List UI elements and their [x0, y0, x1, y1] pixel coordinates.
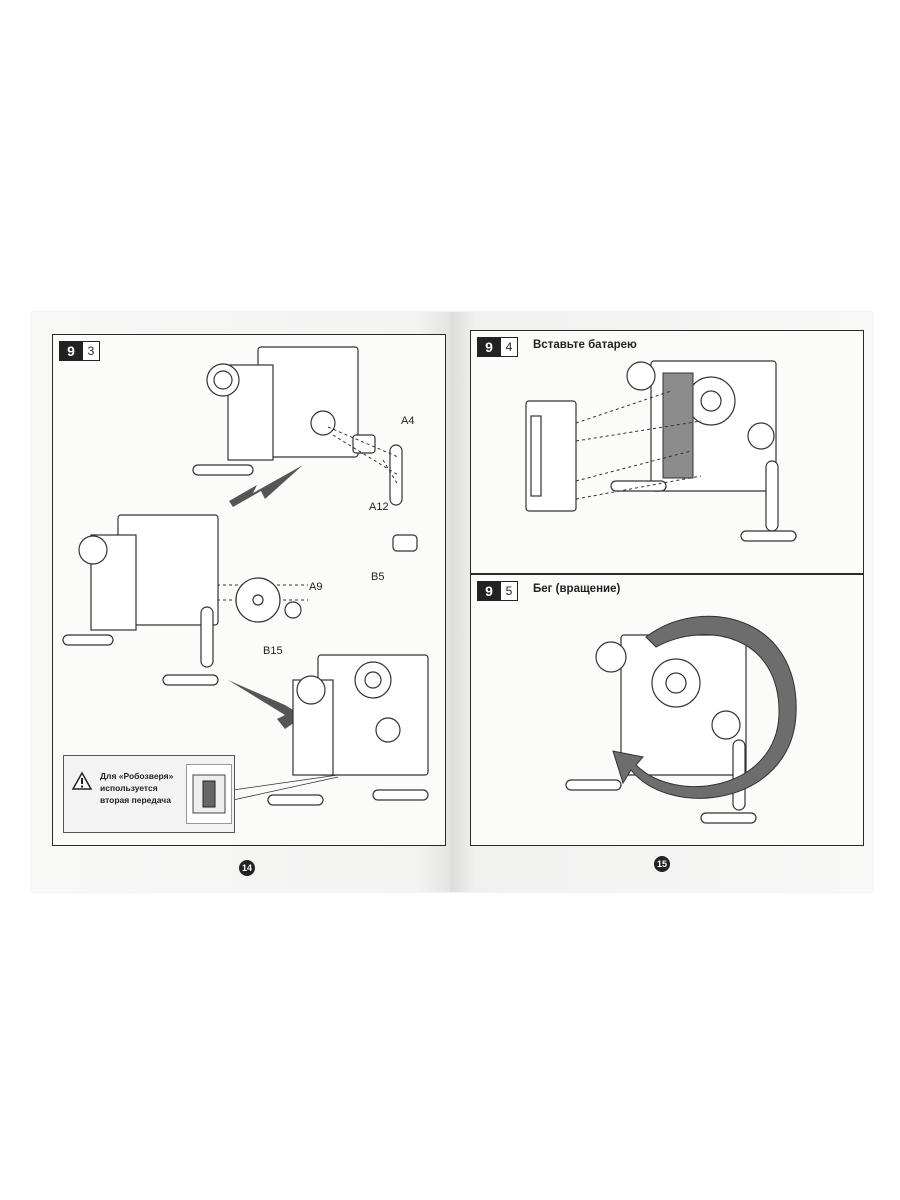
battery-slot — [662, 372, 694, 479]
robot-frame — [610, 360, 797, 542]
step-panel-9-5: 9 5 Бег (вращение) — [470, 574, 864, 846]
step-panel-9-4: 9 4 Вставьте батарею — [470, 330, 864, 574]
gear-detail-image — [186, 764, 232, 824]
battery-illustration — [525, 360, 797, 542]
step-number: 9 — [477, 581, 501, 601]
callout-line — [232, 774, 339, 791]
robot-frame-middle — [62, 514, 302, 686]
assembly-dashed-guides — [575, 390, 702, 500]
battery-cover — [525, 400, 577, 512]
step-number: 9 — [477, 337, 501, 357]
step-badge: 9 3 — [59, 341, 100, 361]
page-number: 14 — [239, 860, 255, 876]
warning-icon — [71, 771, 93, 790]
note-line: используется — [100, 783, 158, 793]
booklet-spread: 9 3 — [32, 312, 872, 892]
left-page: 9 3 — [32, 312, 450, 892]
part-label-a4: A4 — [401, 415, 415, 427]
part-label-b15: B15 — [263, 645, 283, 657]
note-text: Для «Робозверя» используется вторая пере… — [100, 770, 196, 806]
running-illustration — [565, 615, 797, 824]
assembly-illustration — [62, 346, 429, 806]
right-page: 9 4 Вставьте батарею — [450, 312, 872, 892]
part-label-b5: B5 — [371, 571, 385, 583]
direction-arrow — [228, 465, 305, 729]
robot-frame-top — [192, 346, 418, 552]
step-badge: 9 4 — [477, 337, 518, 357]
step-sub-number: 3 — [83, 341, 100, 361]
page-number: 15 — [654, 856, 670, 872]
robot-frame-bottom — [267, 654, 429, 806]
robot-frame — [565, 634, 757, 824]
rotation-arrow — [612, 615, 797, 799]
step-badge: 9 5 — [477, 581, 518, 601]
step-number: 9 — [59, 341, 83, 361]
step-title: Вставьте батарею — [533, 339, 637, 351]
step-panel-9-3: 9 3 — [52, 334, 446, 846]
step-title: Бег (вращение) — [533, 583, 621, 595]
note-line: вторая передача — [100, 795, 171, 805]
note-box: Для «Робозверя» используется вторая пере… — [63, 755, 235, 833]
part-label-a12: A12 — [369, 501, 389, 513]
step-sub-number: 4 — [501, 337, 518, 357]
note-line: Для «Робозверя» — [100, 771, 174, 781]
callout-line — [232, 776, 339, 801]
step-sub-number: 5 — [501, 581, 518, 601]
part-label-a9: A9 — [309, 581, 323, 593]
